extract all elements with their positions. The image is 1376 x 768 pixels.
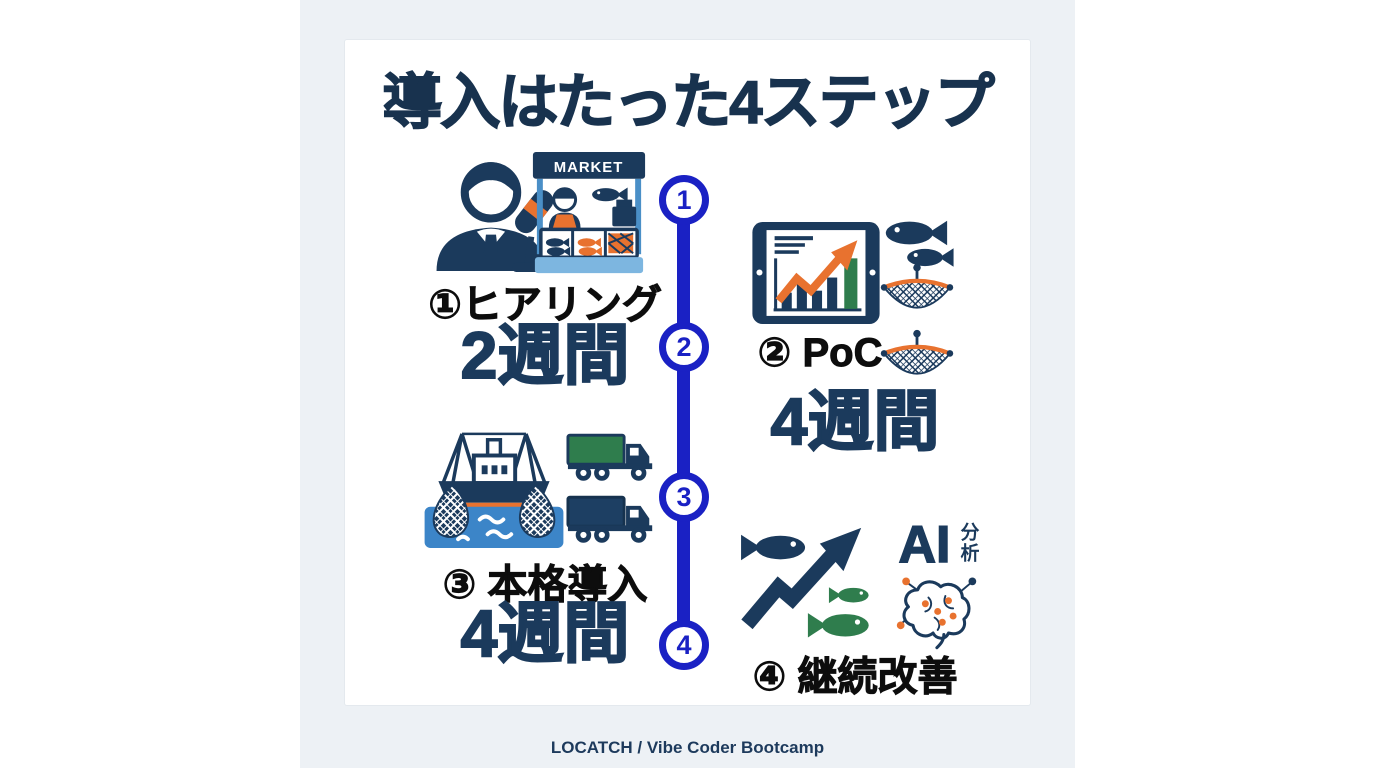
steps-card: 導入はたった4ステップ 1 2 3 4 MARKET xyxy=(345,40,1030,705)
ai-brain-icon xyxy=(896,577,977,650)
fish-icon xyxy=(907,248,954,267)
step-3-label: ③ 本格導入 xyxy=(442,563,648,608)
truck-icon xyxy=(566,433,653,481)
timeline-line xyxy=(677,200,690,645)
page-title: 導入はたった4ステップ xyxy=(382,68,996,137)
fish-icon xyxy=(592,187,628,202)
timeline-node-3: 3 xyxy=(659,472,709,522)
ai-sublabel: 分析 xyxy=(957,522,979,564)
fishing-boat-icon xyxy=(424,432,564,549)
fishing-net-icon xyxy=(880,263,954,309)
ai-analysis-block: AI 分析 xyxy=(882,516,998,650)
timeline-node-4: 4 xyxy=(659,620,709,670)
ai-label: AI xyxy=(898,516,952,574)
timeline-node-1: 1 xyxy=(659,175,709,225)
ai-analysis-heading: AI 分析 xyxy=(882,516,998,576)
fish-icon xyxy=(885,220,948,246)
step-4-label: ④ 継続改善 xyxy=(752,655,958,700)
market-stall-icon: MARKET xyxy=(532,151,646,274)
growth-arrow-fish-icon xyxy=(741,527,869,638)
interviewer-icon xyxy=(436,162,554,272)
market-sign-label: MARKET xyxy=(554,160,624,176)
footer-credit: LOCATCH / Vibe Coder Bootcamp xyxy=(550,738,825,757)
tablet-chart-icon xyxy=(752,222,880,324)
step-1-label: ①ヒアリング xyxy=(428,283,663,328)
step-2-label: ② PoC xyxy=(757,331,883,376)
infographic-canvas: 導入はたった4ステップ 1 2 3 4 MARKET xyxy=(300,0,1075,768)
step-2-duration: 4週間 xyxy=(770,384,941,458)
truck-icon xyxy=(566,495,653,543)
timeline-number: 4 xyxy=(676,629,692,660)
fishing-net-icon xyxy=(880,329,954,375)
timeline-node-2: 2 xyxy=(659,322,709,372)
timeline-number: 2 xyxy=(676,331,692,362)
timeline-number: 3 xyxy=(676,481,692,512)
step-1-duration: 2週間 xyxy=(460,318,631,392)
timeline-number: 1 xyxy=(676,184,692,215)
step-3-duration: 4週間 xyxy=(460,596,631,670)
